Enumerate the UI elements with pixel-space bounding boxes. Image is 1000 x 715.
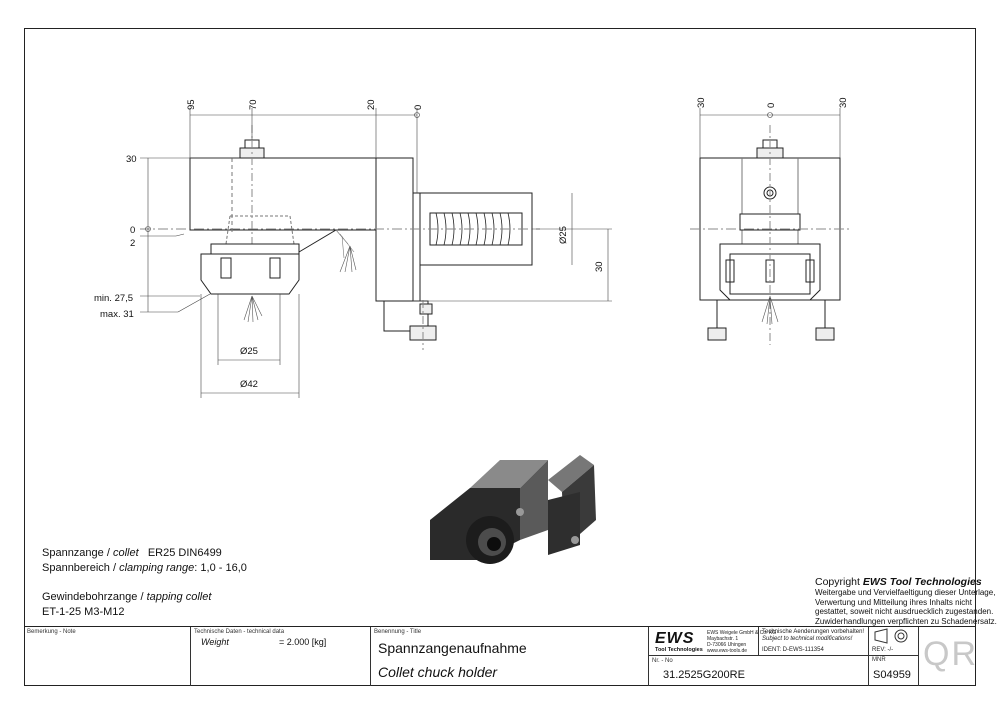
side-view — [690, 108, 850, 345]
dim-dia-25-shank: Ø25 — [558, 226, 569, 244]
note-caption: Bemerkung - Note — [27, 629, 76, 635]
qr-placeholder: QR — [923, 635, 978, 673]
copyright-line-2: Verwertung und Mitteilung ihres Inhalts … — [815, 597, 972, 607]
projection-symbol-icon — [874, 628, 908, 644]
tapping-note: Gewindebohrzange / tapping collet — [42, 590, 211, 604]
copyright-block: Copyright EWS Tool Technologies Weiterga… — [815, 576, 997, 626]
collet-value: ER25 DIN6499 — [147, 547, 222, 559]
company-line-2: Maybachstr. 1 — [707, 636, 739, 642]
dim-top-95: 95 — [186, 99, 197, 110]
dim-side-0: 0 — [766, 103, 777, 108]
company-line-3: D-73066 Uhingen — [707, 642, 747, 648]
dim-top-0: 0 — [413, 105, 424, 110]
ews-logo-sub: Tool Technologies — [655, 647, 703, 653]
changes-en: Subject to technical modifications! — [762, 636, 853, 642]
tapping-value: ET-1-25 M3-M12 — [42, 605, 125, 619]
range-value: : 1,0 - 16,0 — [194, 562, 247, 574]
dim-top-70: 70 — [248, 99, 259, 110]
revision: REV: -/- — [872, 647, 894, 653]
mnr-number: S04959 — [873, 669, 911, 681]
dim-dia-42: Ø42 — [240, 379, 258, 390]
dim-max: max. 31 — [100, 309, 134, 320]
tech-data-cell: Technische Daten - technical data Weight… — [190, 627, 370, 686]
copyright-line-4: Zuwiderhandlungen verpflichten zu Schade… — [815, 616, 997, 626]
drawing-frame — [24, 28, 976, 686]
range-note: Spannbereich / clamping range: 1,0 - 16,… — [42, 561, 247, 575]
title-de: Spannzangenaufnahme — [378, 640, 527, 656]
copyright-line-1: Weitergabe und Vervielfaeltigung dieser … — [815, 588, 996, 597]
company-line-4: www.ews-tools.de — [707, 648, 748, 654]
title-caption: Benennung - Title — [374, 629, 422, 635]
company-line-1: EWS Weigele GmbH & Co. KG — [707, 630, 777, 636]
collet-label-en: collet — [112, 547, 139, 559]
front-dimensions — [140, 108, 612, 398]
nr-caption: Nr. - No — [652, 658, 673, 664]
tapping-value-text: ET-1-25 M3-M12 — [42, 606, 125, 618]
dim-min: min. 27,5 — [94, 293, 133, 304]
ews-logo: EWS — [655, 630, 695, 647]
dim-side-30-left: 30 — [696, 97, 707, 108]
dim-left-30: 30 — [126, 154, 137, 165]
dim-side-30-right: 30 — [838, 97, 849, 108]
dim-dia-25-collet: Ø25 — [240, 346, 258, 357]
weight-value: = 2.000 [kg] — [279, 637, 327, 647]
tapping-label-de: Gewindebohrzange / — [42, 591, 144, 603]
mnr-cell: MNR S04959 — [868, 656, 918, 686]
isometric-render — [430, 455, 596, 564]
weight-label: Weight — [201, 637, 229, 647]
tapping-label-en: tapping collet — [146, 591, 212, 603]
dim-right-30: 30 — [594, 261, 605, 272]
collet-label-de: Spannzange / — [42, 547, 110, 559]
logo-cell: EWS Tool Technologies EWS Weigele GmbH &… — [648, 627, 776, 656]
collet-note: Spannzange / collet ER25 DIN6499 — [42, 546, 222, 560]
title-cell: Benennung - Title Spannzangenaufnahme Co… — [370, 627, 648, 686]
changes-cell: Technische Aenderungen vorbehalten! Subj… — [758, 627, 868, 656]
dim-top-20: 20 — [366, 99, 377, 110]
copyright-brand: EWS Tool Technologies — [862, 576, 982, 588]
title-en: Collet chuck holder — [378, 664, 498, 680]
copyright-line-3: gestattet, soweit nicht ausdruecklich zu… — [815, 607, 994, 616]
mnr-caption: MNR — [872, 657, 886, 663]
part-number: 31.2525G200RE — [663, 669, 745, 681]
changes-de: Technische Aenderungen vorbehalten! — [762, 629, 865, 635]
copyright-prefix: Copyright — [815, 576, 860, 588]
qr-cell: QR — [918, 627, 978, 686]
tech-caption: Technische Daten - technical data — [194, 629, 285, 635]
front-view — [140, 125, 540, 350]
dim-left-2: 2 — [130, 238, 135, 249]
title-block: Bemerkung - Note Technische Daten - tech… — [24, 626, 976, 686]
ident-number: IDENT: D-EWS-111354 — [762, 647, 824, 653]
dim-left-0: 0 — [130, 225, 135, 236]
range-label-en: clamping range — [119, 562, 195, 574]
range-label-de: Spannbereich / — [42, 562, 116, 574]
projection-cell: REV: -/- — [868, 627, 918, 656]
part-number-cell: Nr. - No 31.2525G200RE — [648, 656, 758, 686]
